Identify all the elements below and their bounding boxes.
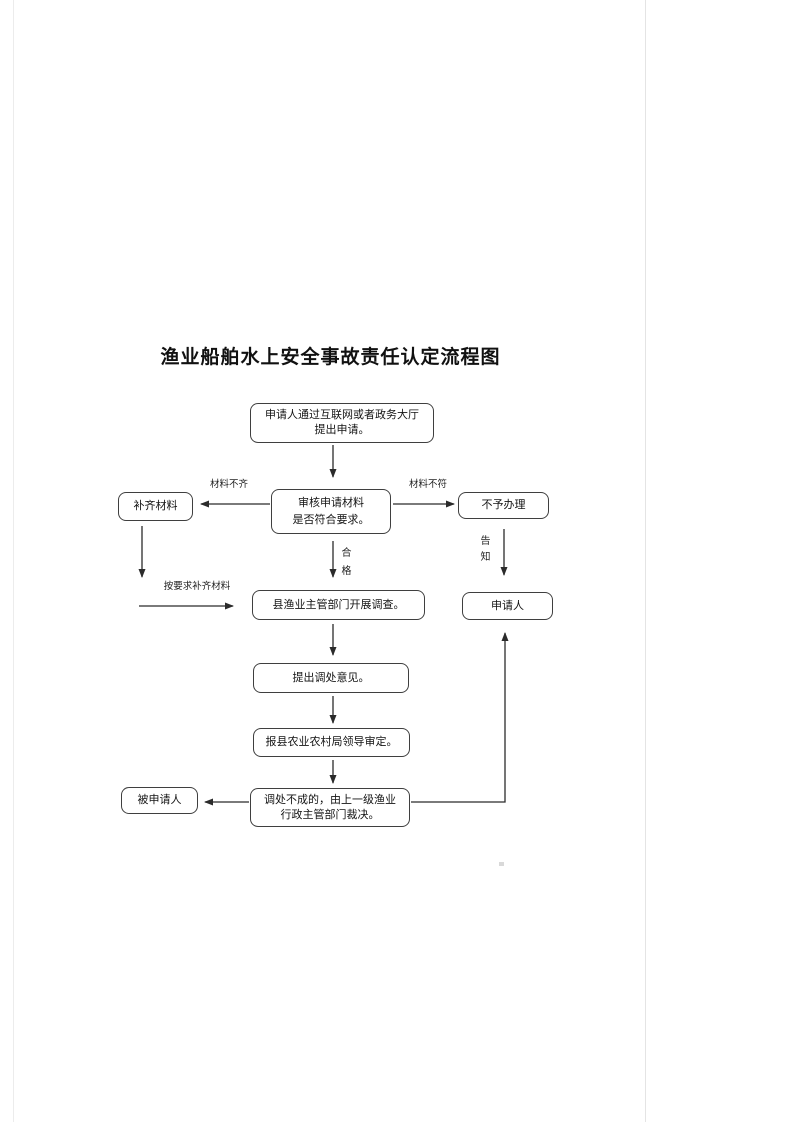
stray-print-artifact <box>499 862 504 866</box>
node-ruling-box: 调处不成的，由上一级渔业 行政主管部门裁决。 <box>250 788 410 827</box>
node-review-line1: 审核申请材料 <box>298 496 364 509</box>
edge-label-materials-mismatch: 材料不符 <box>408 480 447 490</box>
node-reject-box: 不予办理 <box>458 492 549 519</box>
flowchart-title: 渔业船舶水上安全事故责任认定流程图 <box>160 347 501 368</box>
node-respondent-box: 被申请人 <box>121 787 198 814</box>
node-report-box: 报县农业农村局领导审定。 <box>253 728 410 757</box>
node-opinion-label: 提出调处意见。 <box>292 671 370 684</box>
node-respondent-label: 被申请人 <box>137 794 182 806</box>
node-apply-box: 申请人通过互联网或者政务大厅 提出申请。 <box>250 403 434 443</box>
node-reject-label: 不予办理 <box>481 499 526 511</box>
node-applicant-label: 申请人 <box>491 599 524 612</box>
edge-label-supplement-as-required: 按要求补齐材料 <box>163 582 231 592</box>
node-review-box: 审核申请材料 是否符合要求。 <box>271 489 391 534</box>
edge-label-notify: 告知 <box>480 536 491 563</box>
page-left-edge <box>13 0 14 1122</box>
node-ruling-line1: 调处不成的，由上一级渔业 <box>264 793 396 806</box>
node-ruling-line2: 行政主管部门裁决。 <box>280 808 380 821</box>
node-report-label: 报县农业农村局领导审定。 <box>265 736 398 748</box>
edge-label-materials-incomplete: 材料不齐 <box>209 480 248 490</box>
node-apply-line1: 申请人通过互联网或者政务大厅 <box>265 409 419 421</box>
node-opinion-box: 提出调处意见。 <box>253 663 409 693</box>
edge-label-qualified: 合格 <box>341 548 352 577</box>
node-applicant-box: 申请人 <box>462 592 553 620</box>
node-review-line2: 是否符合要求。 <box>292 513 370 526</box>
page-right-edge <box>645 0 646 1122</box>
node-supplement-box: 补齐材料 <box>118 492 193 521</box>
node-supplement-label: 补齐材料 <box>133 500 178 512</box>
node-apply-line2: 提出申请。 <box>314 424 370 436</box>
node-investigate-box: 县渔业主管部门开展调查。 <box>252 590 425 620</box>
arrow-ruling-to-applicant <box>411 632 509 803</box>
node-investigate-label: 县渔业主管部门开展调查。 <box>272 598 405 611</box>
